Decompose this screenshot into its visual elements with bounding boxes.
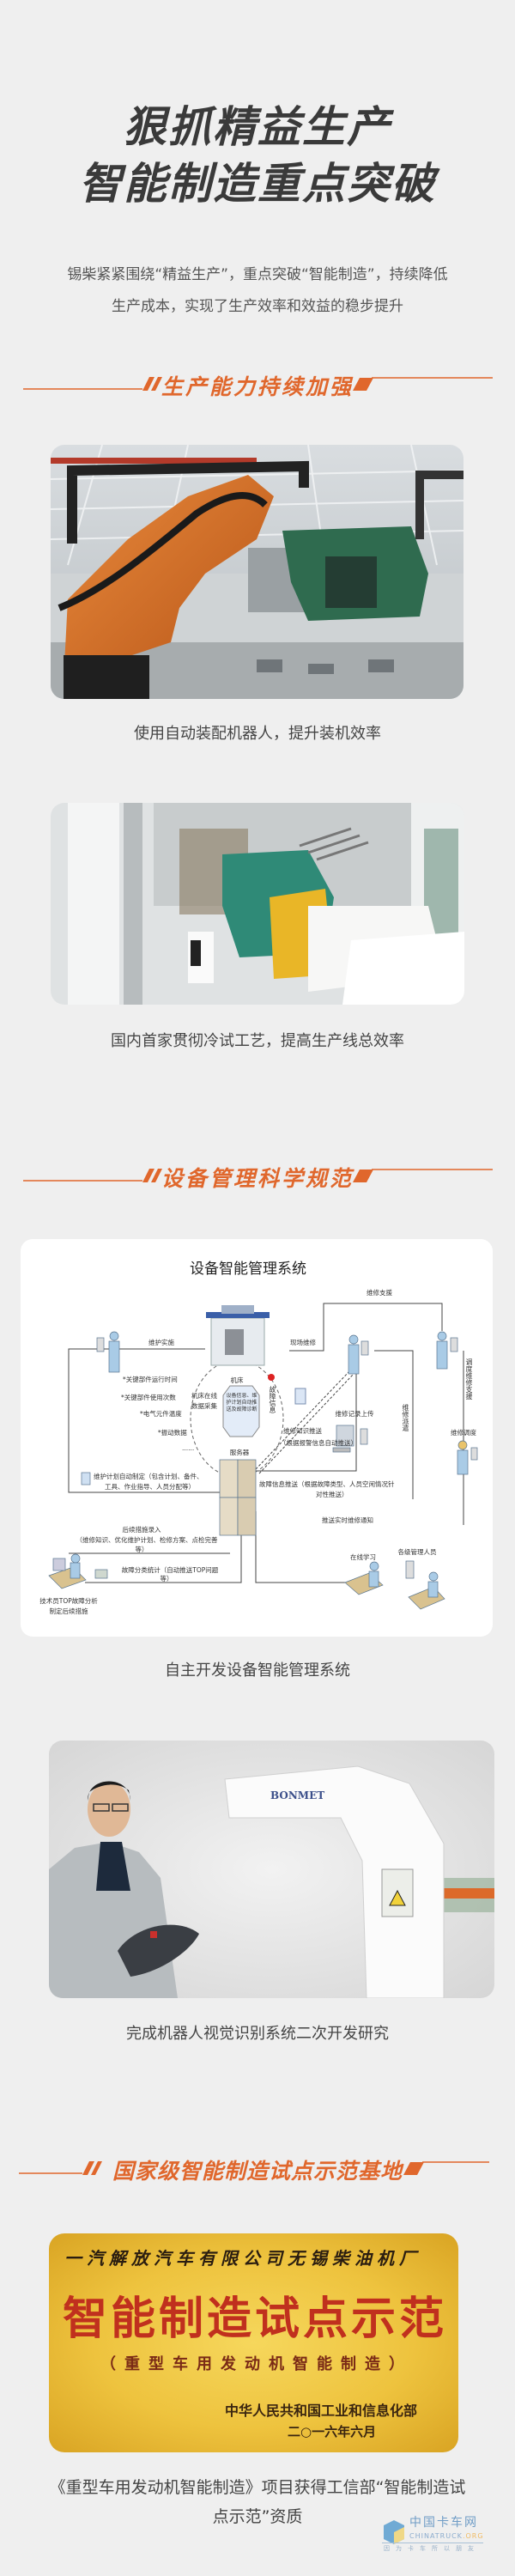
label-online-collect-1: 机床在线 bbox=[191, 1391, 217, 1400]
label-online-learning: 在线学习 bbox=[350, 1552, 376, 1561]
label-repair-dispatch: 维修调度 bbox=[451, 1428, 476, 1437]
document-icon bbox=[294, 1388, 306, 1405]
watermark-cn: 中国卡车网 bbox=[409, 2516, 478, 2530]
label-plan-2: 工具、作业指导、人员分配等） bbox=[105, 1482, 195, 1491]
bullet-item: *关键部件运行时间 bbox=[123, 1375, 178, 1383]
intro-text: 锡柴紧紧围绕“精益生产”，重点突破“智能制造”，持续降低 生产成本，实现了生产效… bbox=[17, 259, 498, 323]
photo-vision-robot: BONMET bbox=[49, 1741, 494, 1998]
worker-icon-support bbox=[436, 1331, 458, 1370]
section-header-production: 生产能力持续加强 bbox=[0, 365, 515, 403]
label-tech-2: 制定后续措施 bbox=[50, 1607, 88, 1615]
label-fault-push-2: 对性推送） bbox=[316, 1490, 348, 1498]
section-title: 国家级智能制造试点示范基地 bbox=[112, 2159, 403, 2184]
header-decoration bbox=[19, 2161, 489, 2175]
label-repair-support: 维修支援 bbox=[367, 1288, 392, 1297]
label-followup-1: 后续措施录入 bbox=[123, 1525, 161, 1534]
label-machine: 机床 bbox=[231, 1376, 244, 1384]
equipment-management-diagram: 设备智能管理系统 设备信息、维护计 bbox=[21, 1239, 493, 1637]
diagram-title: 设备智能管理系统 bbox=[190, 1261, 306, 1278]
label-tech-1: 技术员TOP故障分析 bbox=[39, 1596, 98, 1605]
caption-vision-robot: 完成机器人视觉识别系统二次开发研究 bbox=[126, 2025, 389, 2043]
label-dispatch-support: 调度维修支援 bbox=[465, 1358, 473, 1400]
label-server: 服务器 bbox=[230, 1448, 250, 1456]
worker-icon-maintenance bbox=[96, 1331, 120, 1373]
label-maintain-exec: 维护实施 bbox=[148, 1338, 174, 1346]
octagon-label: 设备信息、维护计划自动推送及故障诊断 bbox=[226, 1393, 258, 1413]
machine-tool-icon bbox=[206, 1305, 270, 1366]
label-followup-3: 等） bbox=[136, 1545, 148, 1553]
learning-desk-icon bbox=[344, 1561, 384, 1595]
label-onsite-repair: 现场维修 bbox=[290, 1338, 316, 1346]
label-repair-assign: 维修派遣 bbox=[402, 1404, 409, 1431]
plaque-issuer: 中华人民共和国工业和信息化部 bbox=[225, 2403, 418, 2419]
plaque-award: 智能制造试点示范 bbox=[63, 2293, 448, 2345]
worker-icon-dispatch bbox=[457, 1440, 478, 1475]
caption-assembly-robot: 使用自动装配机器人，提升装机效率 bbox=[134, 725, 381, 743]
plaque-date: 二○一六年六月 bbox=[288, 2424, 377, 2439]
watermark-slogan: 因为卡车所以朋友 bbox=[384, 2545, 480, 2552]
title-line-2: 智能制造重点突破 bbox=[79, 158, 436, 209]
manager-desk-icon bbox=[405, 1560, 445, 1610]
watermark-en: CHINATRUCK bbox=[409, 2532, 463, 2540]
chip-icon bbox=[94, 1569, 108, 1579]
label-knowledge-push-2: （根据报警信息自动推送） bbox=[280, 1438, 357, 1447]
header-decoration bbox=[23, 1169, 493, 1182]
caption-award-line-1: 《重型车用发动机智能制造》项目获得工信部“智能制造试 bbox=[49, 2478, 466, 2497]
label-managers: 各级管理人员 bbox=[398, 1547, 437, 1556]
label-plan-1: 维护计划自动制定（包含计划、备件、 bbox=[94, 1472, 203, 1480]
octagon-shape bbox=[222, 1385, 260, 1437]
header-decoration bbox=[23, 377, 493, 391]
watermark-en-suffix: .ORG bbox=[462, 2532, 484, 2540]
award-plaque: 一汽解放汽车有限公司无锡柴油机厂 智能制造试点示范 （重型车用发动机智能制造） … bbox=[49, 2233, 458, 2452]
label-fault-info: 故障信息 bbox=[269, 1386, 276, 1413]
label-knowledge-push-1: 维修知识推送 bbox=[283, 1426, 322, 1435]
technician-desk-icon bbox=[48, 1553, 87, 1589]
intro-line-1: 锡柴紧紧围绕“精益生产”，重点突破“智能制造”，持续降低 bbox=[67, 266, 448, 283]
bullet-item: *电气元件温度 bbox=[140, 1409, 182, 1418]
section-title: 设备管理科学规范 bbox=[161, 1166, 354, 1191]
caption-management-system: 自主开发设备智能管理系统 bbox=[165, 1662, 350, 1680]
section-header-equipment: 设备管理科学规范 bbox=[0, 1157, 515, 1194]
plaque-subtitle: （重型车用发动机智能制造） bbox=[100, 2355, 413, 2373]
section-title: 生产能力持续加强 bbox=[161, 374, 354, 399]
label-followup-2: （维修知识、优化维护计划、检修方案、点检完善 bbox=[76, 1535, 218, 1544]
intro-line-2: 生产成本，实现了生产效率和效益的稳步提升 bbox=[112, 298, 403, 315]
label-fault-push-1: 故障信息推送（根据故障类型、人员空闲情况针 bbox=[259, 1479, 395, 1488]
plaque-company: 一汽解放汽车有限公司无锡柴油机厂 bbox=[64, 2248, 421, 2269]
label-realtime-notice: 推送实时维修通知 bbox=[322, 1516, 373, 1524]
computer-icon bbox=[332, 1425, 368, 1453]
photo-cold-test bbox=[51, 803, 464, 1005]
title-line-1: 狠抓精益生产 bbox=[124, 101, 391, 152]
plan-document-icon bbox=[81, 1472, 91, 1485]
alarm-light-icon bbox=[268, 1374, 275, 1381]
worker-icon-onsite bbox=[348, 1334, 369, 1375]
bullet-item: *关键部件使用次数 bbox=[121, 1393, 176, 1401]
chinatruck-watermark: 中国卡车网 CHINATRUCK.ORG 因为卡车所以朋友 bbox=[380, 2515, 485, 2555]
label-record-upload: 维修记录上传 bbox=[336, 1409, 374, 1418]
photo-assembly-robot bbox=[51, 445, 464, 699]
label-stats-1: 故障分类统计（自动推送TOP问题 bbox=[122, 1565, 219, 1574]
caption-award: 《重型车用发动机智能制造》项目获得工信部“智能制造试 点示范”资质 bbox=[0, 2473, 515, 2531]
server-icon bbox=[219, 1459, 257, 1536]
bullet-item: ...... bbox=[182, 1444, 194, 1452]
caption-award-line-2: 点示范”资质 bbox=[212, 2507, 303, 2526]
label-online-collect-2: 数据采集 bbox=[191, 1401, 217, 1410]
label-stats-2: 等） bbox=[161, 1574, 173, 1583]
robot-brand-logo: BONMET bbox=[270, 1789, 324, 1801]
bullet-item: *振动数据 bbox=[158, 1428, 187, 1437]
section-header-national-base: 国家级智能制造试点示范基地 bbox=[0, 2149, 515, 2187]
caption-cold-test: 国内首家贯彻冷试工艺，提高生产线总效率 bbox=[111, 1032, 404, 1050]
